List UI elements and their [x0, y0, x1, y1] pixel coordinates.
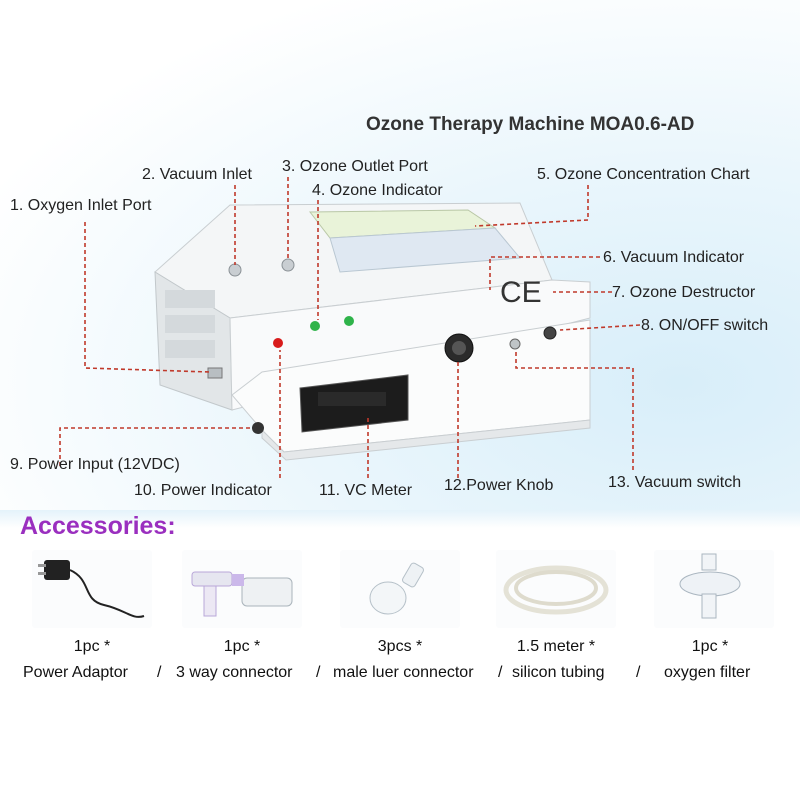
accessory-separator: /: [636, 664, 641, 681]
accessory-name: male luer connector: [333, 664, 474, 681]
accessory-name: oxygen filter: [664, 664, 751, 681]
silicon-tubing-image: [496, 550, 616, 628]
accessory-name: Power Adaptor: [23, 664, 128, 681]
oxygen-filter-image: [654, 550, 774, 628]
ozone-indicator-light: [310, 321, 320, 331]
vent-slot: [165, 315, 215, 333]
accessory-qty: 3pcs *: [377, 638, 423, 655]
label-power-input: 9. Power Input (12VDC): [10, 456, 180, 473]
male-luer-connector-image: [340, 550, 460, 628]
power-adaptor-image: [32, 550, 152, 628]
label-vacuum-switch: 13. Vacuum switch: [608, 474, 742, 491]
accessory-separator: /: [498, 664, 503, 681]
label-vc-meter: 11. VC Meter: [319, 482, 413, 499]
device-diagram: CE: [59, 177, 641, 478]
vent-slot: [165, 340, 215, 358]
vacuum-inlet-port: [228, 263, 242, 277]
oxygen-inlet-port: [207, 367, 223, 379]
label-power-indicator: 10. Power Indicator: [134, 482, 272, 499]
ozone-outlet-port: [281, 258, 295, 272]
ce-mark: CE: [500, 276, 542, 309]
label-on-off-switch: 8. ON/OFF switch: [641, 317, 769, 334]
vacuum-switch: [509, 338, 521, 350]
power-input-jack: [252, 422, 264, 434]
label-vacuum-inlet: 2. Vacuum Inlet: [142, 166, 252, 183]
on-off-switch: [543, 326, 557, 340]
page-title: Ozone Therapy Machine MOA0.6-AD: [366, 114, 695, 135]
accessory-separator: /: [316, 664, 321, 681]
label-ozone-outlet-port: 3. Ozone Outlet Port: [282, 158, 428, 175]
accessory-name: silicon tubing: [512, 664, 605, 681]
vent-slot: [165, 290, 215, 308]
accessory-qty: 1pc *: [223, 638, 261, 655]
label-vacuum-indicator: 6. Vacuum Indicator: [603, 249, 745, 266]
accessory-qty: 1pc *: [691, 638, 729, 655]
label-oxygen-inlet-port: 1. Oxygen Inlet Port: [10, 197, 152, 214]
label-ozone-indicator: 4. Ozone Indicator: [312, 182, 443, 199]
power-indicator-light: [273, 338, 283, 348]
accessory-qty: 1pc *: [73, 638, 111, 655]
label-ozone-concentration-chart: 5. Ozone Concentration Chart: [537, 166, 750, 183]
chart-grid: [329, 227, 522, 273]
accessory-separator: /: [157, 664, 162, 681]
ozone-machine: CE: [154, 202, 591, 461]
three-way-connector-image: [182, 550, 302, 628]
leader-lines: [59, 177, 641, 478]
label-power-knob: 12.Power Knob: [444, 477, 554, 494]
label-ozone-destructor: 7. Ozone Destructor: [612, 284, 756, 301]
accessory-qty: 1.5 meter *: [516, 638, 596, 655]
accessories-title: Accessories:: [20, 512, 176, 540]
vc-meter-screen: [318, 392, 386, 406]
accessory-name: 3 way connector: [176, 664, 293, 681]
vacuum-indicator-light: [344, 316, 354, 326]
